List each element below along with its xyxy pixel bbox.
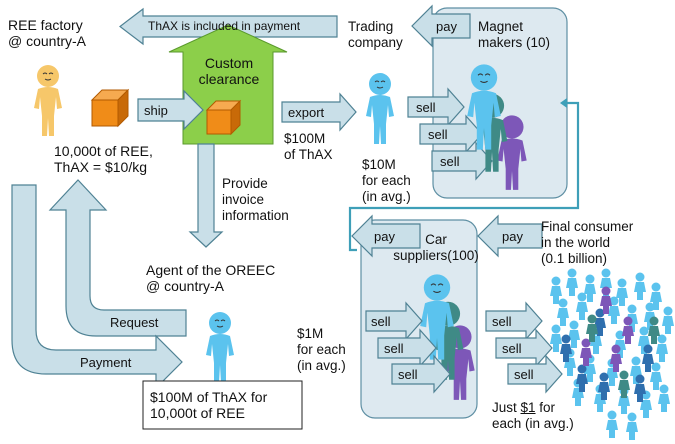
just-amount: $1 (520, 400, 536, 415)
provide-invoice-label: Provide invoice information (222, 176, 289, 223)
ship-arrow (137, 89, 204, 131)
trading-company-person (366, 73, 394, 144)
pay-consumer-arrow (477, 214, 543, 258)
export-label: export (288, 105, 325, 120)
sell-label-1: sell (416, 100, 436, 115)
request-label: Request (110, 315, 159, 330)
pay-car-label: pay (374, 229, 395, 244)
one-m-each-label: $1M for each (in avg.) (297, 326, 346, 373)
pay-car-arrow (351, 214, 421, 258)
export-arrow (281, 92, 357, 132)
sell-label-9: sell (514, 367, 534, 382)
just-suffix: for each (in avg.) (492, 400, 574, 431)
sell-arrows-consumer (485, 301, 563, 394)
sell-arrows-car (365, 301, 451, 394)
ship-label: ship (144, 103, 168, 118)
pay-top-label: pay (436, 19, 457, 34)
pay-top-arrow (411, 4, 471, 48)
sell-label-8: sell (502, 341, 522, 356)
pay-consumer-label: pay (502, 229, 523, 244)
just-one-dollar-label: Just $1 for each (in avg.) (492, 400, 574, 432)
thax-100m-label: $100M of ThAX (284, 131, 333, 162)
thax-amount-box (142, 380, 303, 430)
sell-label-4: sell (371, 314, 391, 329)
magnet-to-car-connector (348, 101, 580, 252)
just-prefix: Just (492, 400, 521, 415)
invoice-arrow (188, 143, 224, 248)
thax-box-text: $100M of ThAX for 10,000t of REE (150, 389, 268, 421)
magnet-makers-label: Magnet makers (10) (478, 19, 551, 50)
custom-clearance-label: Custom clearance (198, 55, 260, 87)
sell-label-3: sell (440, 154, 460, 169)
sell-arrows-magnet (407, 87, 493, 181)
agent-label: Agent of the OREEC @ country-A (146, 262, 276, 294)
payment-curved-arrow (11, 184, 183, 390)
ree-factory-label: REE factory @ country-A (8, 17, 87, 49)
ree-amount-label: 10,000t of REE, ThAX = $10/kg (54, 143, 153, 175)
ten-m-each-label: $10M for each (in avg.) (362, 157, 411, 204)
car-suppliers-label: Car suppliers(100) (393, 232, 479, 263)
sell-label-7: sell (492, 314, 512, 329)
agent-person (206, 312, 234, 383)
request-curved-arrow (48, 179, 187, 337)
ree-crate-house (205, 99, 242, 136)
ree-factory-person (34, 65, 62, 136)
trading-company-label: Trading company (348, 19, 403, 50)
final-consumer-label: Final consumer in the world (0.1 billion… (541, 219, 634, 266)
payment-label: Payment (80, 355, 132, 370)
sell-label-6: sell (398, 367, 418, 382)
sell-label-5: sell (384, 341, 404, 356)
ree-crate-left (90, 88, 130, 128)
sell-label-2: sell (428, 127, 448, 142)
thax-included-label: ThAX is included in payment (148, 19, 301, 33)
